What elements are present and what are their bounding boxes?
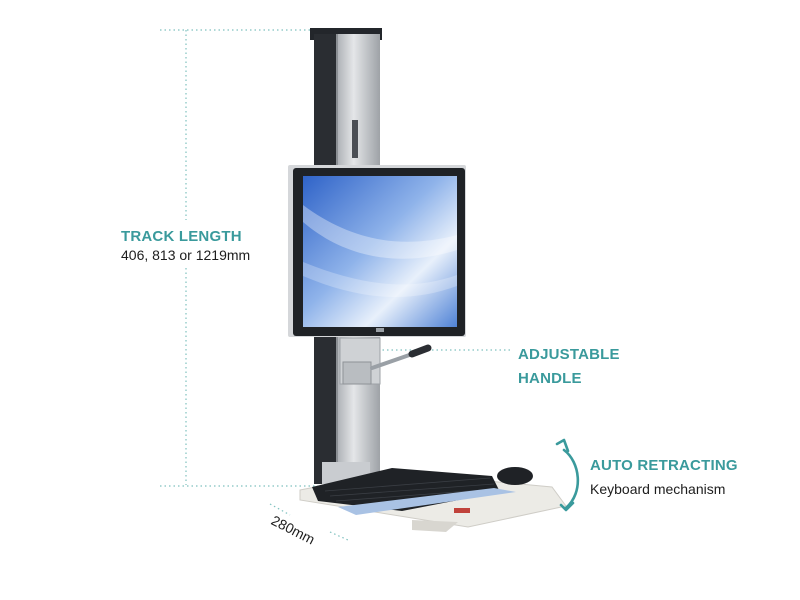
auto-retracting-detail: Keyboard mechanism [590,481,726,497]
adjustable-handle [339,337,432,385]
track-length-title: TRACK LENGTH [121,228,242,245]
monitor [288,165,466,337]
keyboard-tray [299,462,567,532]
dimension-guides [160,29,512,541]
curved-double-arrow-icon [555,438,580,512]
track-length-detail: 406, 813 or 1219mm [121,247,251,263]
adjustable-handle-title: ADJUSTABLE HANDLE [518,346,620,387]
auto-retracting-title: AUTO RETRACTING [590,457,738,474]
